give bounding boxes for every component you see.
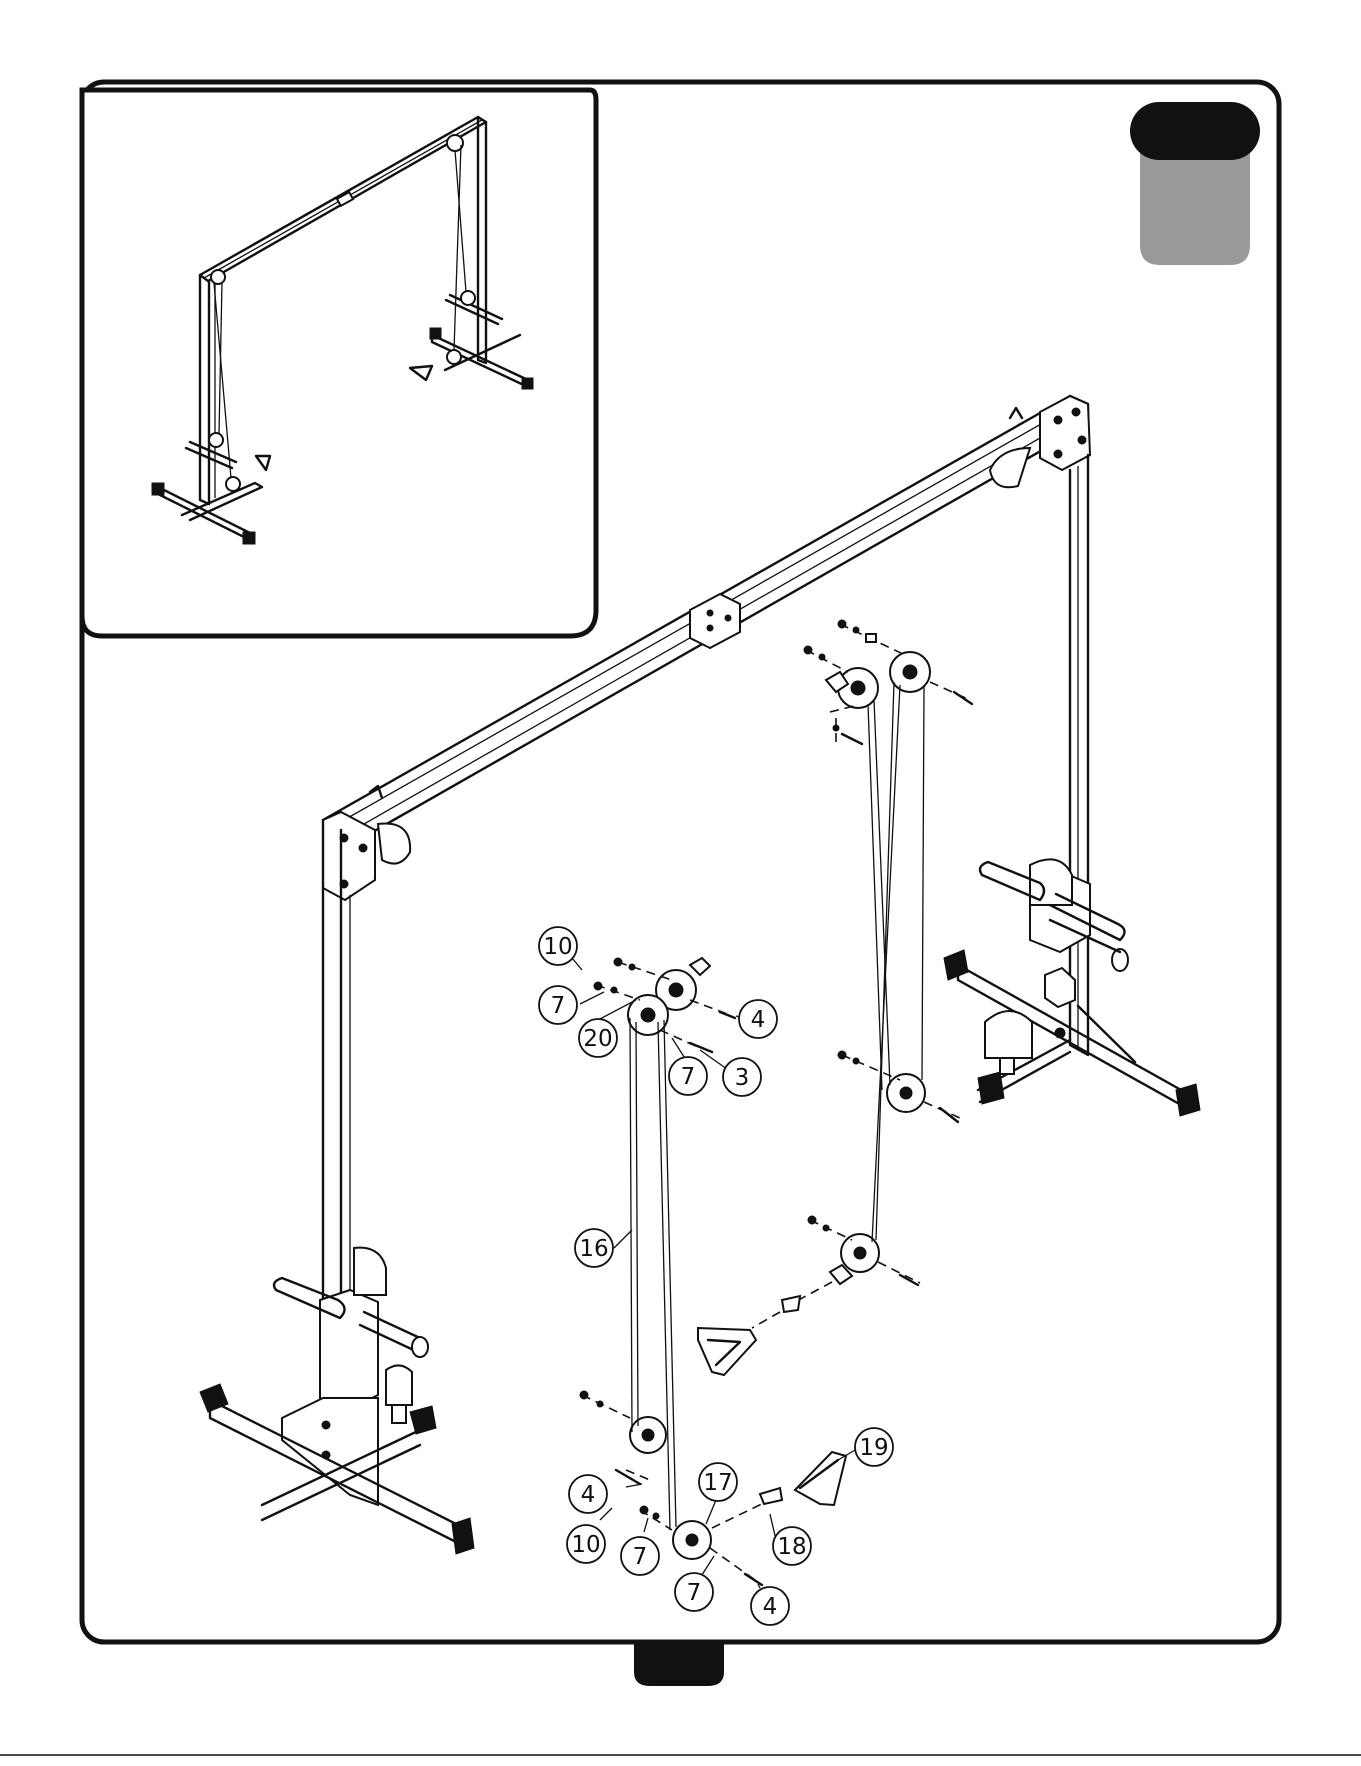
callout-3: 4 — [739, 1000, 777, 1038]
callout-label: 16 — [579, 1236, 608, 1262]
callout-label: 7 — [551, 993, 566, 1019]
callout-10: 10 — [567, 1525, 605, 1563]
overview-inset-frame — [82, 90, 596, 636]
callout-label: 7 — [687, 1580, 702, 1606]
callout-9: 4 — [569, 1475, 607, 1513]
callout-label: 17 — [703, 1470, 732, 1496]
callout-4: 7 — [669, 1057, 707, 1095]
callout-1: 7 — [539, 986, 577, 1024]
callout-14: 4 — [751, 1587, 789, 1625]
callout-6: 16 — [575, 1229, 613, 1267]
step-badge — [1130, 102, 1260, 265]
callout-label: 20 — [583, 1026, 612, 1052]
page-number-tab — [634, 1642, 724, 1686]
callout-label: 19 — [859, 1435, 888, 1461]
callout-label: 4 — [581, 1482, 596, 1508]
callout-13: 7 — [675, 1573, 713, 1611]
callout-8: 17 — [699, 1463, 737, 1501]
callout-label: 10 — [543, 934, 572, 960]
callout-label: 4 — [763, 1594, 778, 1620]
callout-label: 4 — [751, 1007, 766, 1033]
callout-5: 3 — [723, 1058, 761, 1096]
callout-label: 7 — [633, 1544, 648, 1570]
callout-label: 7 — [681, 1064, 696, 1090]
callout-label: 18 — [777, 1534, 806, 1560]
callout-0: 10 — [539, 927, 577, 965]
callout-7: 19 — [855, 1428, 893, 1466]
callout-11: 7 — [621, 1537, 659, 1575]
callout-2: 20 — [579, 1019, 617, 1057]
callout-12: 18 — [773, 1527, 811, 1565]
callout-label: 3 — [735, 1065, 750, 1091]
callout-label: 10 — [571, 1532, 600, 1558]
